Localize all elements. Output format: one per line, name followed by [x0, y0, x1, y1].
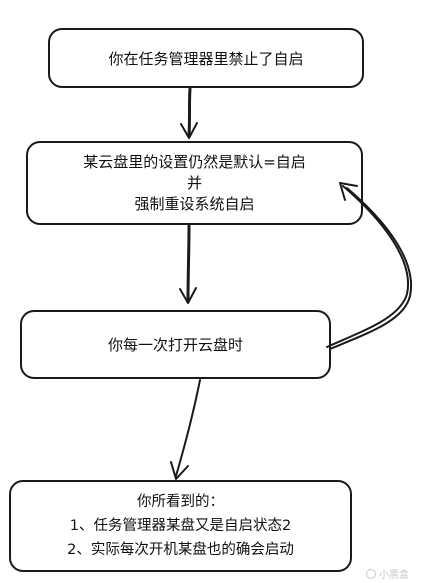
watermark-logo-icon [366, 568, 376, 579]
watermark-text: 小黑盒 [379, 570, 409, 581]
flow-node-step2: 某云盘里的设置仍然是默认=自启 并 强制重设系统自启 [26, 141, 363, 225]
flow-node-result-item-2: 2、实际每次开机某盘也的确会启动 [67, 542, 294, 558]
flow-node-result-item-1: 1、任务管理器某盘又是自启状态2 [69, 518, 292, 534]
flow-node-step2-line3: 强制重设系统自启 [134, 194, 255, 213]
flow-node-step2-line1: 某云盘里的设置仍然是默认=自启 [83, 152, 306, 171]
arrow-step2-to-step3 [179, 224, 197, 304]
arrow-step3-to-result [170, 379, 201, 480]
flow-node-step1-text: 你在任务管理器里禁止了自启 [108, 49, 304, 68]
arrow-loop-step3-to-step2 [326, 182, 413, 350]
flow-node-result-heading: 你所看到的： [137, 494, 224, 510]
flow-node-step3-text: 你每一次打开云盘时 [107, 336, 243, 354]
flow-node-step2-line2: 并 [186, 173, 202, 192]
watermark: 小黑盒 [366, 566, 409, 581]
flow-node-step3: 你每一次打开云盘时 [20, 310, 331, 379]
arrow-step1-to-step2 [180, 87, 198, 139]
flow-node-step1: 你在任务管理器里禁止了自启 [48, 28, 364, 88]
flow-node-result: 你所看到的： 1、任务管理器某盘又是自启状态2 2、实际每次开机某盘也的确会启动 [9, 480, 352, 572]
